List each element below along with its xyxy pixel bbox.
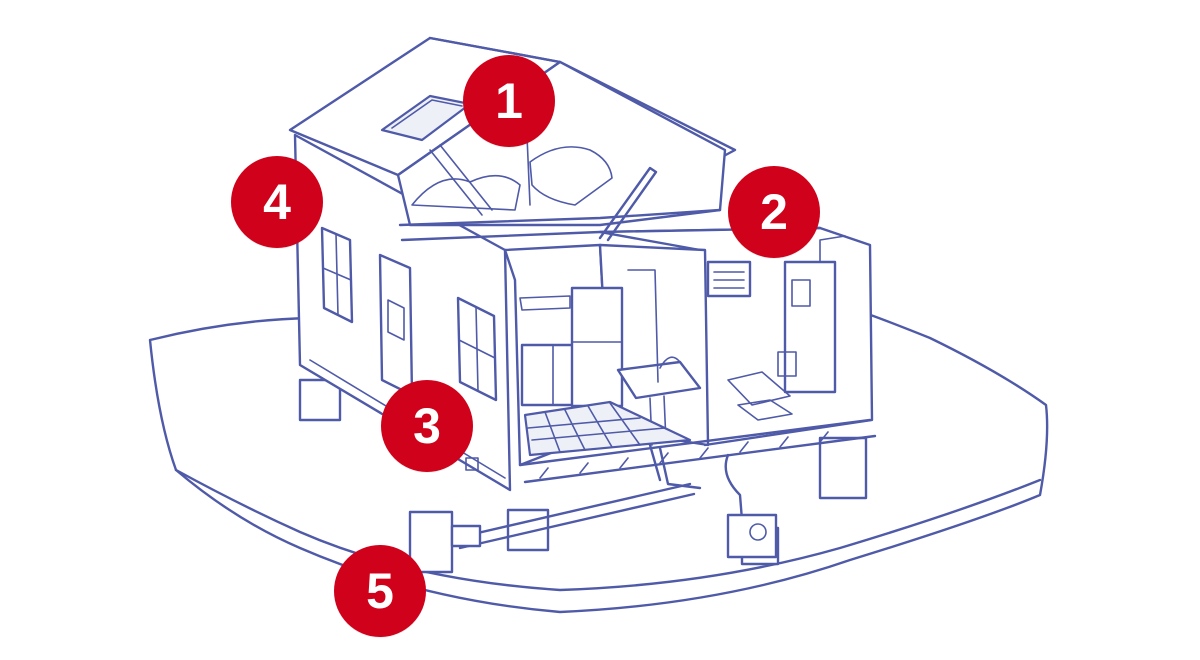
marker-2: 2 <box>728 166 820 258</box>
marker-4-label: 4 <box>263 173 291 231</box>
marker-2-label: 2 <box>760 183 788 241</box>
marker-3: 3 <box>381 380 473 472</box>
marker-1-label: 1 <box>495 72 523 130</box>
marker-4: 4 <box>231 156 323 248</box>
marker-1: 1 <box>463 55 555 147</box>
marker-5-label: 5 <box>366 562 394 620</box>
marker-3-label: 3 <box>413 397 441 455</box>
marker-5: 5 <box>334 545 426 637</box>
